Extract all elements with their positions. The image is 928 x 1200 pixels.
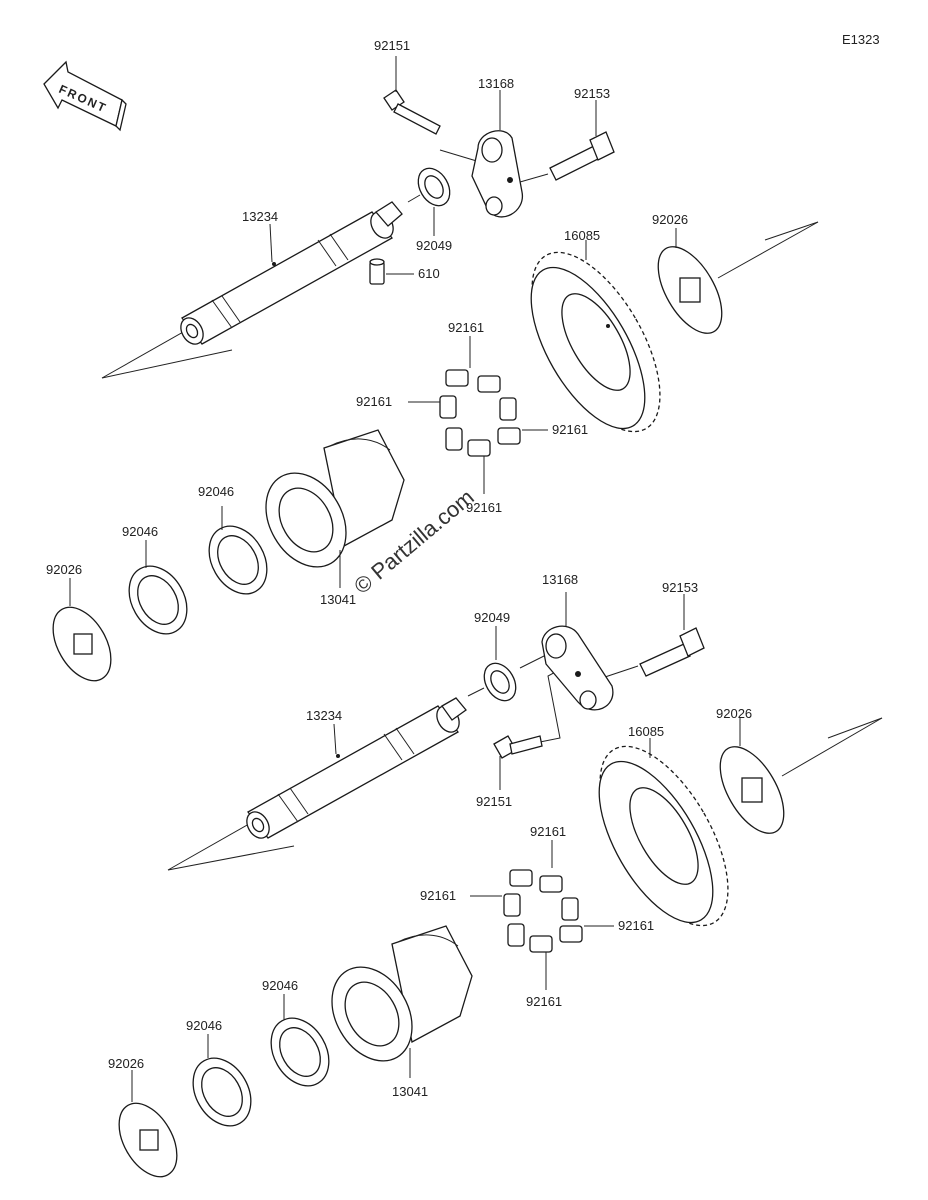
lever-13168-lower	[541, 625, 614, 711]
label-92151-upper: 92151	[374, 38, 410, 53]
axis-line	[781, 717, 883, 777]
label-92049-upper: 92049	[416, 238, 452, 253]
bearing-92046-lower-b	[192, 1057, 252, 1127]
label-13168-lower: 13168	[542, 572, 578, 587]
label-13168-upper: 13168	[478, 76, 514, 91]
label-92026-upper-right: 92026	[652, 212, 688, 227]
axis-line	[764, 221, 819, 241]
hub-13041-lower	[331, 925, 473, 1062]
label-92161-upper-bottom: 92161	[466, 500, 502, 515]
label-92046-upper-b: 92046	[122, 524, 158, 539]
label-610: 610	[418, 266, 440, 281]
label-92026-upper-left: 92026	[46, 562, 82, 577]
bolt-92151-upper	[383, 89, 441, 135]
axis-line	[467, 687, 485, 697]
label-92153-lower: 92153	[662, 580, 698, 595]
pin-610	[369, 258, 385, 285]
bearing-92046-upper-a	[208, 525, 268, 595]
label-16085-upper: 16085	[564, 228, 600, 243]
axis-line	[519, 653, 549, 669]
washer-92026-lower-right	[719, 746, 785, 834]
front-arrow-icon: FRONT	[43, 60, 127, 132]
shaft-13234-upper	[180, 201, 403, 345]
gear-16085-lower	[598, 745, 729, 927]
label-92026-lower-left: 92026	[108, 1056, 144, 1071]
springs-92161-lower	[503, 869, 583, 953]
label-92161-upper-top: 92161	[448, 320, 484, 335]
label-92151-lower: 92151	[476, 794, 512, 809]
bolt-92153-lower	[639, 627, 705, 677]
seal-92049-lower	[483, 662, 517, 702]
label-13041-upper: 13041	[320, 592, 356, 607]
label-92049-lower: 92049	[474, 610, 510, 625]
axis-line	[167, 845, 295, 871]
label-92161-lower-left: 92161	[420, 888, 456, 903]
axis-line	[439, 149, 481, 163]
label-92161-upper-left: 92161	[356, 394, 392, 409]
washer-92026-lower-left	[118, 1102, 178, 1178]
bolt-92153-upper	[549, 131, 615, 181]
label-92161-lower-top: 92161	[530, 824, 566, 839]
label-92161-upper-right: 92161	[552, 422, 588, 437]
label-13234-lower: 13234	[306, 708, 342, 723]
label-13041-lower: 13041	[392, 1084, 428, 1099]
label-92026-lower-right: 92026	[716, 706, 752, 721]
label-92046-upper-a: 92046	[198, 484, 234, 499]
bearing-92046-upper-b	[128, 565, 188, 635]
lever-13168-upper	[471, 130, 523, 218]
diagram-id: E1323	[842, 32, 880, 47]
axis-line	[101, 349, 233, 379]
label-16085-lower: 16085	[628, 724, 664, 739]
springs-92161-upper	[439, 369, 521, 457]
bolt-92151-lower	[493, 735, 543, 759]
washer-92026-upper-left	[52, 606, 112, 682]
label-92161-lower-bottom: 92161	[526, 994, 562, 1009]
axis-line	[717, 221, 819, 279]
shaft-13234-lower	[246, 697, 467, 839]
hub-13041-upper	[265, 429, 405, 568]
label-92046-lower-a: 92046	[262, 978, 298, 993]
axis-line	[827, 717, 883, 739]
label-92153-upper: 92153	[574, 86, 610, 101]
bearing-92046-lower-a	[270, 1017, 330, 1087]
label-13234: 13234	[242, 209, 278, 224]
seal-92049-upper	[417, 167, 451, 207]
washer-92026-upper-right	[657, 246, 723, 334]
label-92161-lower-right: 92161	[618, 918, 654, 933]
axis-line	[407, 194, 421, 203]
label-92046-lower-b: 92046	[186, 1018, 222, 1033]
gear-16085-upper	[530, 251, 661, 433]
